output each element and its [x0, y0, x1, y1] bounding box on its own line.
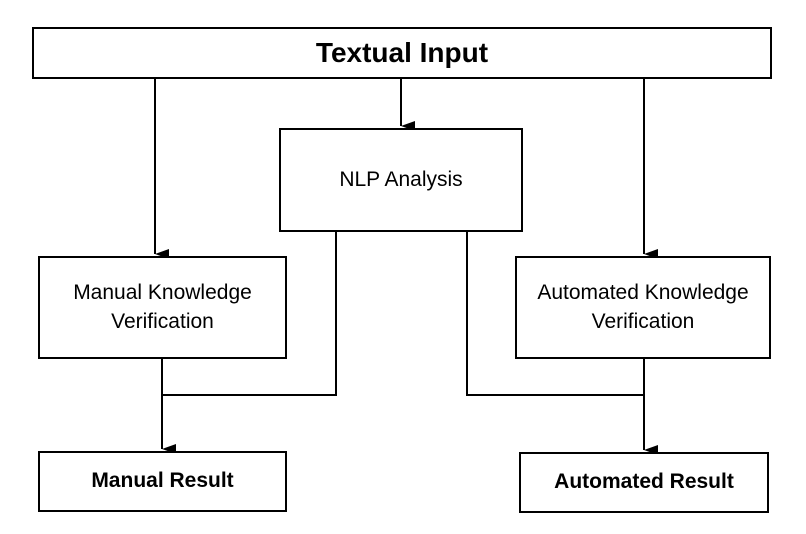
- manual-result-label: Manual Result: [91, 469, 234, 493]
- textual-input-label: Textual Input: [315, 37, 489, 69]
- manual-result-box: Manual Result: [38, 451, 287, 512]
- automated-verification-label-line1: Automated Knowledge: [537, 281, 749, 305]
- textual-input-box: Textual Input: [32, 27, 772, 79]
- automated-verification-label-line2: Verification: [591, 309, 695, 333]
- manual-verification-box: Manual Knowledge Verification: [38, 256, 287, 359]
- line-nlp-to-automated-join: [466, 232, 644, 396]
- automated-result-label: Automated Result: [554, 470, 734, 494]
- nlp-analysis-box: NLP Analysis: [279, 128, 523, 232]
- manual-verification-label-line2: Verification: [111, 309, 214, 333]
- line-nlp-to-manual-join: [162, 232, 337, 396]
- nlp-analysis-label: NLP Analysis: [339, 167, 463, 191]
- automated-verification-box: Automated Knowledge Verification: [515, 256, 771, 359]
- manual-verification-label-line1: Manual Knowledge: [73, 281, 252, 305]
- automated-result-box: Automated Result: [519, 452, 769, 513]
